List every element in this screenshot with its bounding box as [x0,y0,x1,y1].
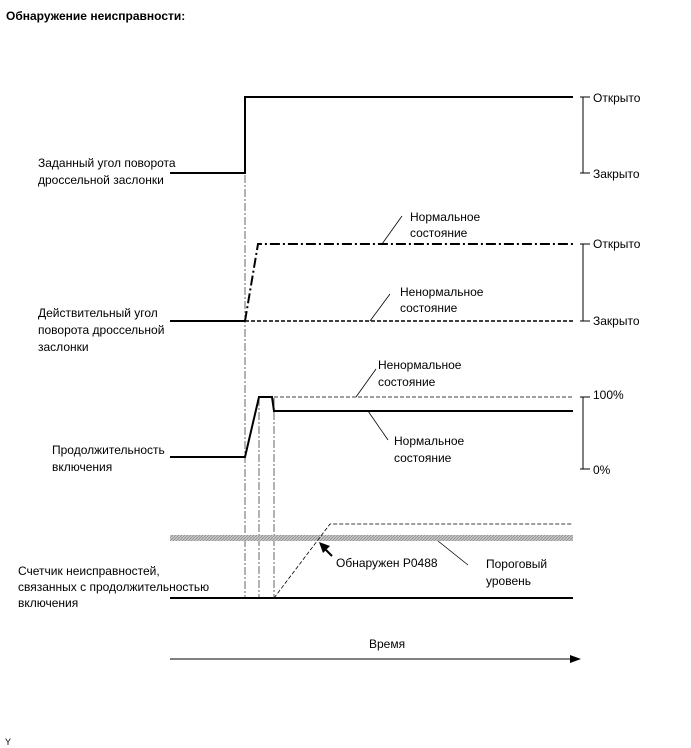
threshold-band [170,535,573,541]
target-angle-label: Заданный угол поворота дроссельной засло… [38,156,179,187]
target-angle-scale [580,96,590,174]
counter-abnormal-signal [273,523,573,599]
target-angle-signal [170,96,573,174]
time-axis-arrowhead [570,655,581,663]
duty-scale-100: 100% [593,388,624,402]
duty-abnormal-leader [355,368,377,398]
actual-angle-label: Действительный угол поворота дроссельной… [38,306,168,354]
actual-scale-open: Открыто [593,237,641,251]
row-counter: Счетчик неисправностей, связанных с прод… [18,523,573,610]
counter-label: Счетчик неисправностей, связанных с прод… [18,564,212,610]
time-guide-lines [244,175,275,598]
duty-label: Продолжительность включения [52,443,168,474]
time-axis-label: Время [369,637,405,651]
diagram-title: Обнаружение неисправности: [6,9,185,23]
duty-scale [580,396,590,470]
duty-normal-signal [170,396,573,458]
actual-angle-normal-signal [244,243,573,322]
actual-abnormal-state-label: Ненормальное состояние [400,285,487,315]
duty-normal-leader [367,410,389,441]
time-axis: Время [170,637,581,663]
duty-abnormal-state-label: Ненормальное состояние [378,358,465,389]
actual-scale-closed: Закрыто [593,314,640,328]
threshold-level-label: Пороговый уровень [486,557,550,588]
actual-normal-state-label: Нормальное состояние [410,210,484,240]
duty-scale-0: 0% [593,463,611,477]
row-target-angle: Заданный угол поворота дроссельной засло… [38,91,641,187]
threshold-leader [437,540,469,566]
detected-p0488-label: Обнаружен P0488 [336,556,438,570]
row-actual-angle: Действительный угол поворота дроссельной… [38,210,641,354]
row-duty: Продолжительность включения Ненормальное… [52,358,624,477]
detection-arrow [319,542,333,557]
duty-normal-state-label: Нормальное состояние [394,434,468,465]
target-scale-open: Открыто [593,91,641,105]
corner-mark: Y [5,737,11,747]
abnormal-state-leader [369,293,391,322]
normal-state-leader [381,215,403,245]
target-scale-closed: Закрыто [593,167,640,181]
actual-angle-scale [580,243,590,322]
